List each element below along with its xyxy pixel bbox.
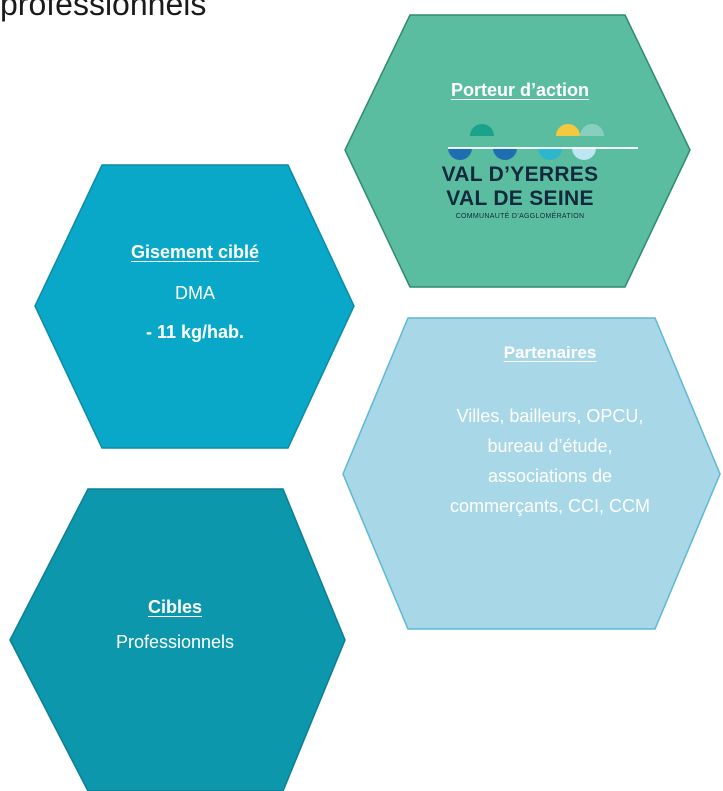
hexagon-cibles [9,488,346,791]
partenaires-line: associations de [487,466,613,486]
porteur-heading: Porteur d’action [450,80,589,100]
hexagon-gisement [34,164,355,449]
gisement-heading: Gisement ciblé [130,242,260,262]
cibles-line1: Professionnels [115,632,235,652]
partenaires-line: commerçants, CCI, CCM [449,496,651,516]
partenaires-body: Villes, bailleurs, OPCU, bureau d’étude,… [385,401,715,521]
partenaires-line: bureau d’étude, [487,436,613,456]
cibles-box: Cibles Professionnels [50,597,300,653]
gisement-line2: - 11 kg/hab. [145,322,245,342]
partenaires-line: Villes, bailleurs, OPCU, [456,406,644,426]
porteur-box: Porteur d’action VAL D’YERRES VAL DE SEI… [380,80,660,220]
page-title: professionnels [0,0,207,22]
cibles-heading: Cibles [147,597,203,617]
logo-mark [448,124,638,160]
gisement-line1: DMA [175,283,215,303]
logo-line3: COMMUNAUTÉ D’AGGLOMÉRATION [455,213,585,220]
logo-line1: VAL D’YERRES [441,163,599,186]
partenaires-heading: Partenaires [503,343,597,362]
hexagon-partenaires [342,317,721,630]
gisement-box: Gisement ciblé DMA - 11 kg/hab. [80,242,310,343]
hexagon-porteur [344,14,691,288]
partenaires-box: Partenaires Villes, bailleurs, OPCU, bur… [385,343,715,521]
logo-line2: VAL DE SEINE [446,187,594,210]
